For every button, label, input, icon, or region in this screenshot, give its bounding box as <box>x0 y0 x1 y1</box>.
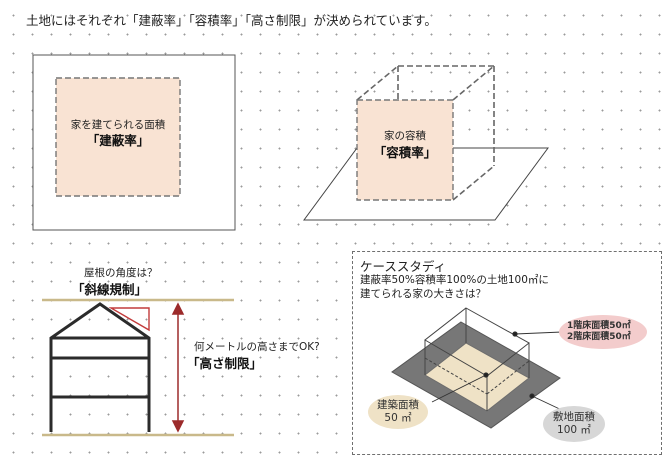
case-study-desc-line2: 建てられる家の大きさは？ <box>360 288 486 300</box>
pointer-lines <box>431 331 567 413</box>
building-area-label: 建築面積 <box>377 399 419 411</box>
building-area-value: 50 ㎡ <box>384 412 412 424</box>
volume-label: 家の容積 <box>384 130 426 142</box>
case-study-desc-line1: 建蔽率50%容積率100%の土地100㎡に <box>360 274 549 286</box>
slope-triangle <box>108 307 150 332</box>
buildable-area <box>55 77 181 197</box>
site-area-text: 敷地面積 100 ㎡ <box>543 411 605 437</box>
case-study-description: 建蔽率50%容積率100%の土地100㎡に 建てられる家の大きさは？ <box>360 273 549 301</box>
case-study-title: ケーススタディ <box>360 259 447 274</box>
height-arrow <box>171 302 185 433</box>
roof-term: 「斜線規制」 <box>72 282 148 297</box>
site-area-oval <box>543 406 605 442</box>
floor-area-text: 1階床面積50㎡ 2階床面積50㎡ <box>567 321 631 343</box>
roof-label: 屋根の角度は？ <box>84 267 158 279</box>
house-drawing <box>49 302 151 432</box>
building-area-oval <box>368 395 428 429</box>
height-term: 「高さ制限」 <box>187 356 263 371</box>
floor-area-line1: 1階床面積50㎡ <box>567 321 631 331</box>
site-area-value: 100 ㎡ <box>557 424 591 436</box>
volume-front-face <box>356 99 454 201</box>
coverage-term: 「建蔽率」 <box>86 133 150 148</box>
building-area-text: 建築面積 50 ㎡ <box>368 399 428 425</box>
height-label: 何メートルの高さまでOK? <box>194 341 320 353</box>
page-heading: 土地にはそれぞれ「建蔽率」「容積率」「高さ制限」が決められています。 <box>26 13 437 28</box>
floor-area-bubble <box>559 315 647 349</box>
floor-area-line2: 2階床面積50㎡ <box>567 332 631 342</box>
volume-box-dashed <box>356 65 495 201</box>
volume-term: 「容積率」 <box>373 145 437 160</box>
coverage-label: 家を建てられる面積 <box>70 119 166 131</box>
site-area-label: 敷地面積 <box>553 411 595 423</box>
